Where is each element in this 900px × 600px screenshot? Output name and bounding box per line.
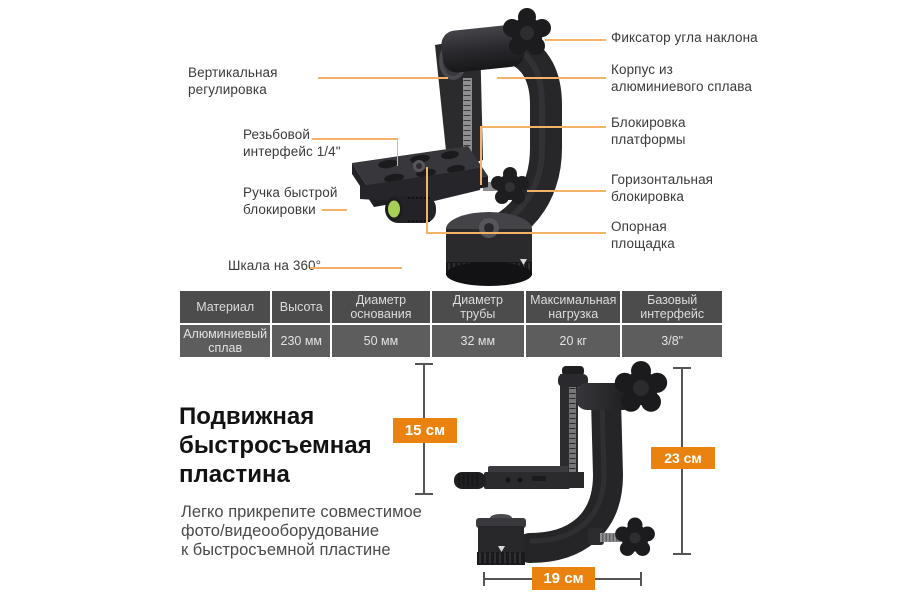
- spec-col-height: Высота: [272, 291, 331, 323]
- spec-table-value-row: Алюминиевый сплав 230 мм 50 мм 32 мм 20 …: [180, 325, 722, 357]
- callout-360-scale: Шкала на 360°: [228, 258, 322, 273]
- tilt-lock-knob: [503, 8, 551, 55]
- scale-strip: [463, 78, 472, 156]
- spec-val-material: Алюминиевый сплав: [180, 325, 271, 357]
- spec-col-tube-diameter: Диаметр трубы: [431, 291, 525, 323]
- plate-section-description: Легко прикрепите совместимое фото/видеоо…: [181, 503, 422, 559]
- spec-val-max-load: 20 кг: [526, 325, 621, 357]
- spec-table-header-row: Материал Высота Диаметр основания Диамет…: [180, 291, 722, 323]
- spec-col-material: Материал: [180, 291, 271, 323]
- callout-line-platform-lock-v: [480, 126, 482, 185]
- callout-line-support-platform-v: [426, 167, 428, 233]
- callout-aluminum-body: Корпус из алюминиевого сплава: [611, 62, 752, 94]
- callout-support-platform: Опорная площадка: [611, 219, 675, 251]
- callout-line-quick-lock-handle: [322, 209, 347, 211]
- spec-col-max-load: Максимальная нагрузка: [526, 291, 621, 323]
- spec-table: Материал Высота Диаметр основания Диамет…: [178, 289, 724, 359]
- quick-release-plate: [454, 466, 584, 489]
- spec-val-base-diameter: 50 мм: [332, 325, 430, 357]
- callout-tilt-angle-lock: Фиксатор угла наклона: [611, 30, 758, 45]
- callout-line-support-platform-h: [426, 232, 606, 234]
- spec-col-base-interface: Базовый интерфейс: [622, 291, 722, 323]
- dim-badge-23cm: 23 см: [651, 447, 715, 469]
- spec-val-height: 230 мм: [272, 325, 331, 357]
- dim-badge-15cm: 15 см: [393, 418, 457, 443]
- base-cylinder: [446, 212, 532, 286]
- plate-clamp: [360, 168, 480, 203]
- quick-lock-knob: [385, 196, 436, 223]
- level-bubble: [388, 200, 400, 218]
- dim-cap: [640, 572, 642, 586]
- callout-vertical-adjustment: Вертикальная регулировка: [188, 65, 278, 97]
- plate-section-heading: Подвижная быстросъемная пластина: [179, 403, 372, 488]
- callout-line-horizontal-lock: [527, 190, 606, 192]
- callout-thread-interface: Резьбовой интерфейс 1/4": [243, 127, 341, 159]
- callout-horizontal-lock: Горизонтальная блокировка: [611, 172, 714, 204]
- product-photo-top: [352, 8, 562, 286]
- callout-line-360-scale: [310, 267, 402, 269]
- callout-line-aluminum-body: [497, 77, 606, 79]
- dim-cap: [673, 553, 691, 555]
- callout-platform-lock: Блокировка платформы: [611, 115, 686, 147]
- spec-val-base-interface: 3/8": [622, 325, 722, 357]
- horizontal-lock-knob: [491, 167, 529, 204]
- product-photo-bottom: [454, 361, 668, 565]
- horizontal-lock-stem: [483, 182, 499, 191]
- callout-line-platform-lock-h: [480, 126, 606, 128]
- spec-col-base-diameter: Диаметр основания: [332, 291, 430, 323]
- clamp-knob: [454, 472, 486, 489]
- pan-lock-knob: [588, 517, 655, 556]
- callout-line-thread-interface-h: [312, 138, 398, 140]
- dim-badge-19cm: 19 см: [532, 567, 595, 590]
- tilt-lock-knob: [614, 361, 668, 412]
- spec-val-tube-diameter: 32 мм: [431, 325, 525, 357]
- callout-quick-lock-handle: Ручка быстрой блокировки: [243, 185, 338, 217]
- main-arm: [515, 385, 624, 563]
- callout-line-tilt-angle-lock: [545, 39, 606, 41]
- dim-cap: [415, 493, 433, 495]
- tilt-pivot: [441, 24, 525, 73]
- base-cylinder: [476, 514, 526, 565]
- callout-line-thread-interface-v: [396, 138, 398, 166]
- callout-line-vertical-adjustment: [318, 77, 448, 79]
